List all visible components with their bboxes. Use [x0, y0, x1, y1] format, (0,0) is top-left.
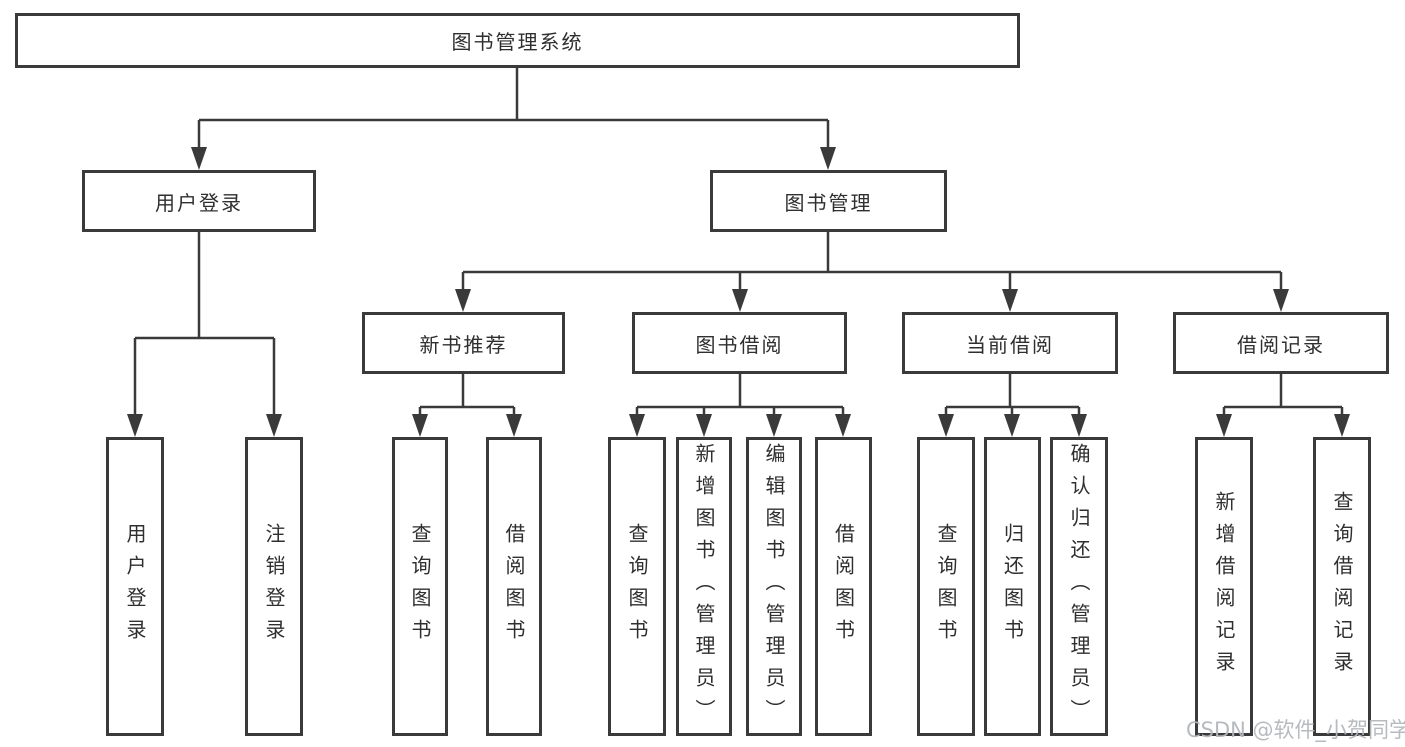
- leaf-confirm-return-admin: 确认归还（管理员）: [1050, 437, 1108, 736]
- leaf-add-book-admin: 新增图书（管理员）: [676, 437, 732, 736]
- leaf-confirm-return-admin-label: 确认归还（管理员）: [1067, 442, 1091, 731]
- leaf-user-login-label: 用户登录: [123, 522, 147, 651]
- node-borrowing-records-label: 借阅记录: [1237, 332, 1325, 357]
- node-book-borrowing: 图书借阅: [632, 312, 847, 374]
- leaf-borrow-books-recommend-label: 借阅图书: [502, 522, 526, 651]
- node-user-login: 用户登录: [82, 170, 316, 232]
- leaf-query-books-recommend: 查询图书: [392, 437, 448, 736]
- node-book-borrowing-label: 图书借阅: [695, 332, 784, 357]
- leaf-query-borrow-record: 查询借阅记录: [1313, 437, 1371, 736]
- leaf-add-borrow-record: 新增借阅记录: [1195, 437, 1253, 736]
- leaf-query-borrow-record-label: 查询借阅记录: [1330, 490, 1354, 683]
- node-library-system-label: 图书管理系统: [451, 30, 584, 54]
- leaf-user-login: 用户登录: [106, 437, 164, 736]
- node-new-book-recommend-label: 新书推荐: [419, 332, 508, 357]
- node-current-borrowing: 当前借阅: [902, 312, 1118, 374]
- node-new-book-recommend: 新书推荐: [362, 312, 565, 374]
- node-library-system: 图书管理系统: [15, 13, 1020, 68]
- leaf-borrow-books-recommend: 借阅图书: [486, 437, 542, 736]
- node-book-management: 图书管理: [710, 170, 947, 232]
- leaf-logout-label: 注销登录: [262, 522, 286, 651]
- csdn-watermark: CSDN @软件_小贺同学: [1186, 718, 1405, 742]
- node-book-management-label: 图书管理: [784, 190, 873, 215]
- leaf-add-book-admin-label: 新增图书（管理员）: [692, 442, 716, 731]
- leaf-query-books-recommend-label: 查询图书: [408, 522, 432, 651]
- arrowhead-icons: [127, 147, 1350, 437]
- leaf-logout: 注销登录: [245, 437, 303, 736]
- node-user-login-label: 用户登录: [155, 190, 243, 215]
- leaf-edit-book-admin: 编辑图书（管理员）: [746, 437, 802, 736]
- leaf-add-borrow-record-label: 新增借阅记录: [1212, 490, 1236, 683]
- leaf-query-books-current-label: 查询图书: [934, 522, 958, 651]
- leaf-borrow-books-borrowing: 借阅图书: [815, 437, 872, 736]
- leaf-edit-book-admin-label: 编辑图书（管理员）: [762, 442, 786, 731]
- leaf-borrow-books-borrowing-label: 借阅图书: [831, 522, 856, 651]
- leaf-query-books-borrowing-label: 查询图书: [625, 522, 649, 651]
- leaf-query-books-borrowing: 查询图书: [608, 437, 666, 736]
- node-current-borrowing-label: 当前借阅: [966, 332, 1054, 357]
- leaf-query-books-current: 查询图书: [917, 437, 975, 736]
- leaf-return-book: 归还图书: [984, 437, 1041, 736]
- node-borrowing-records: 借阅记录: [1173, 312, 1389, 374]
- leaf-return-book-label: 归还图书: [1000, 522, 1025, 651]
